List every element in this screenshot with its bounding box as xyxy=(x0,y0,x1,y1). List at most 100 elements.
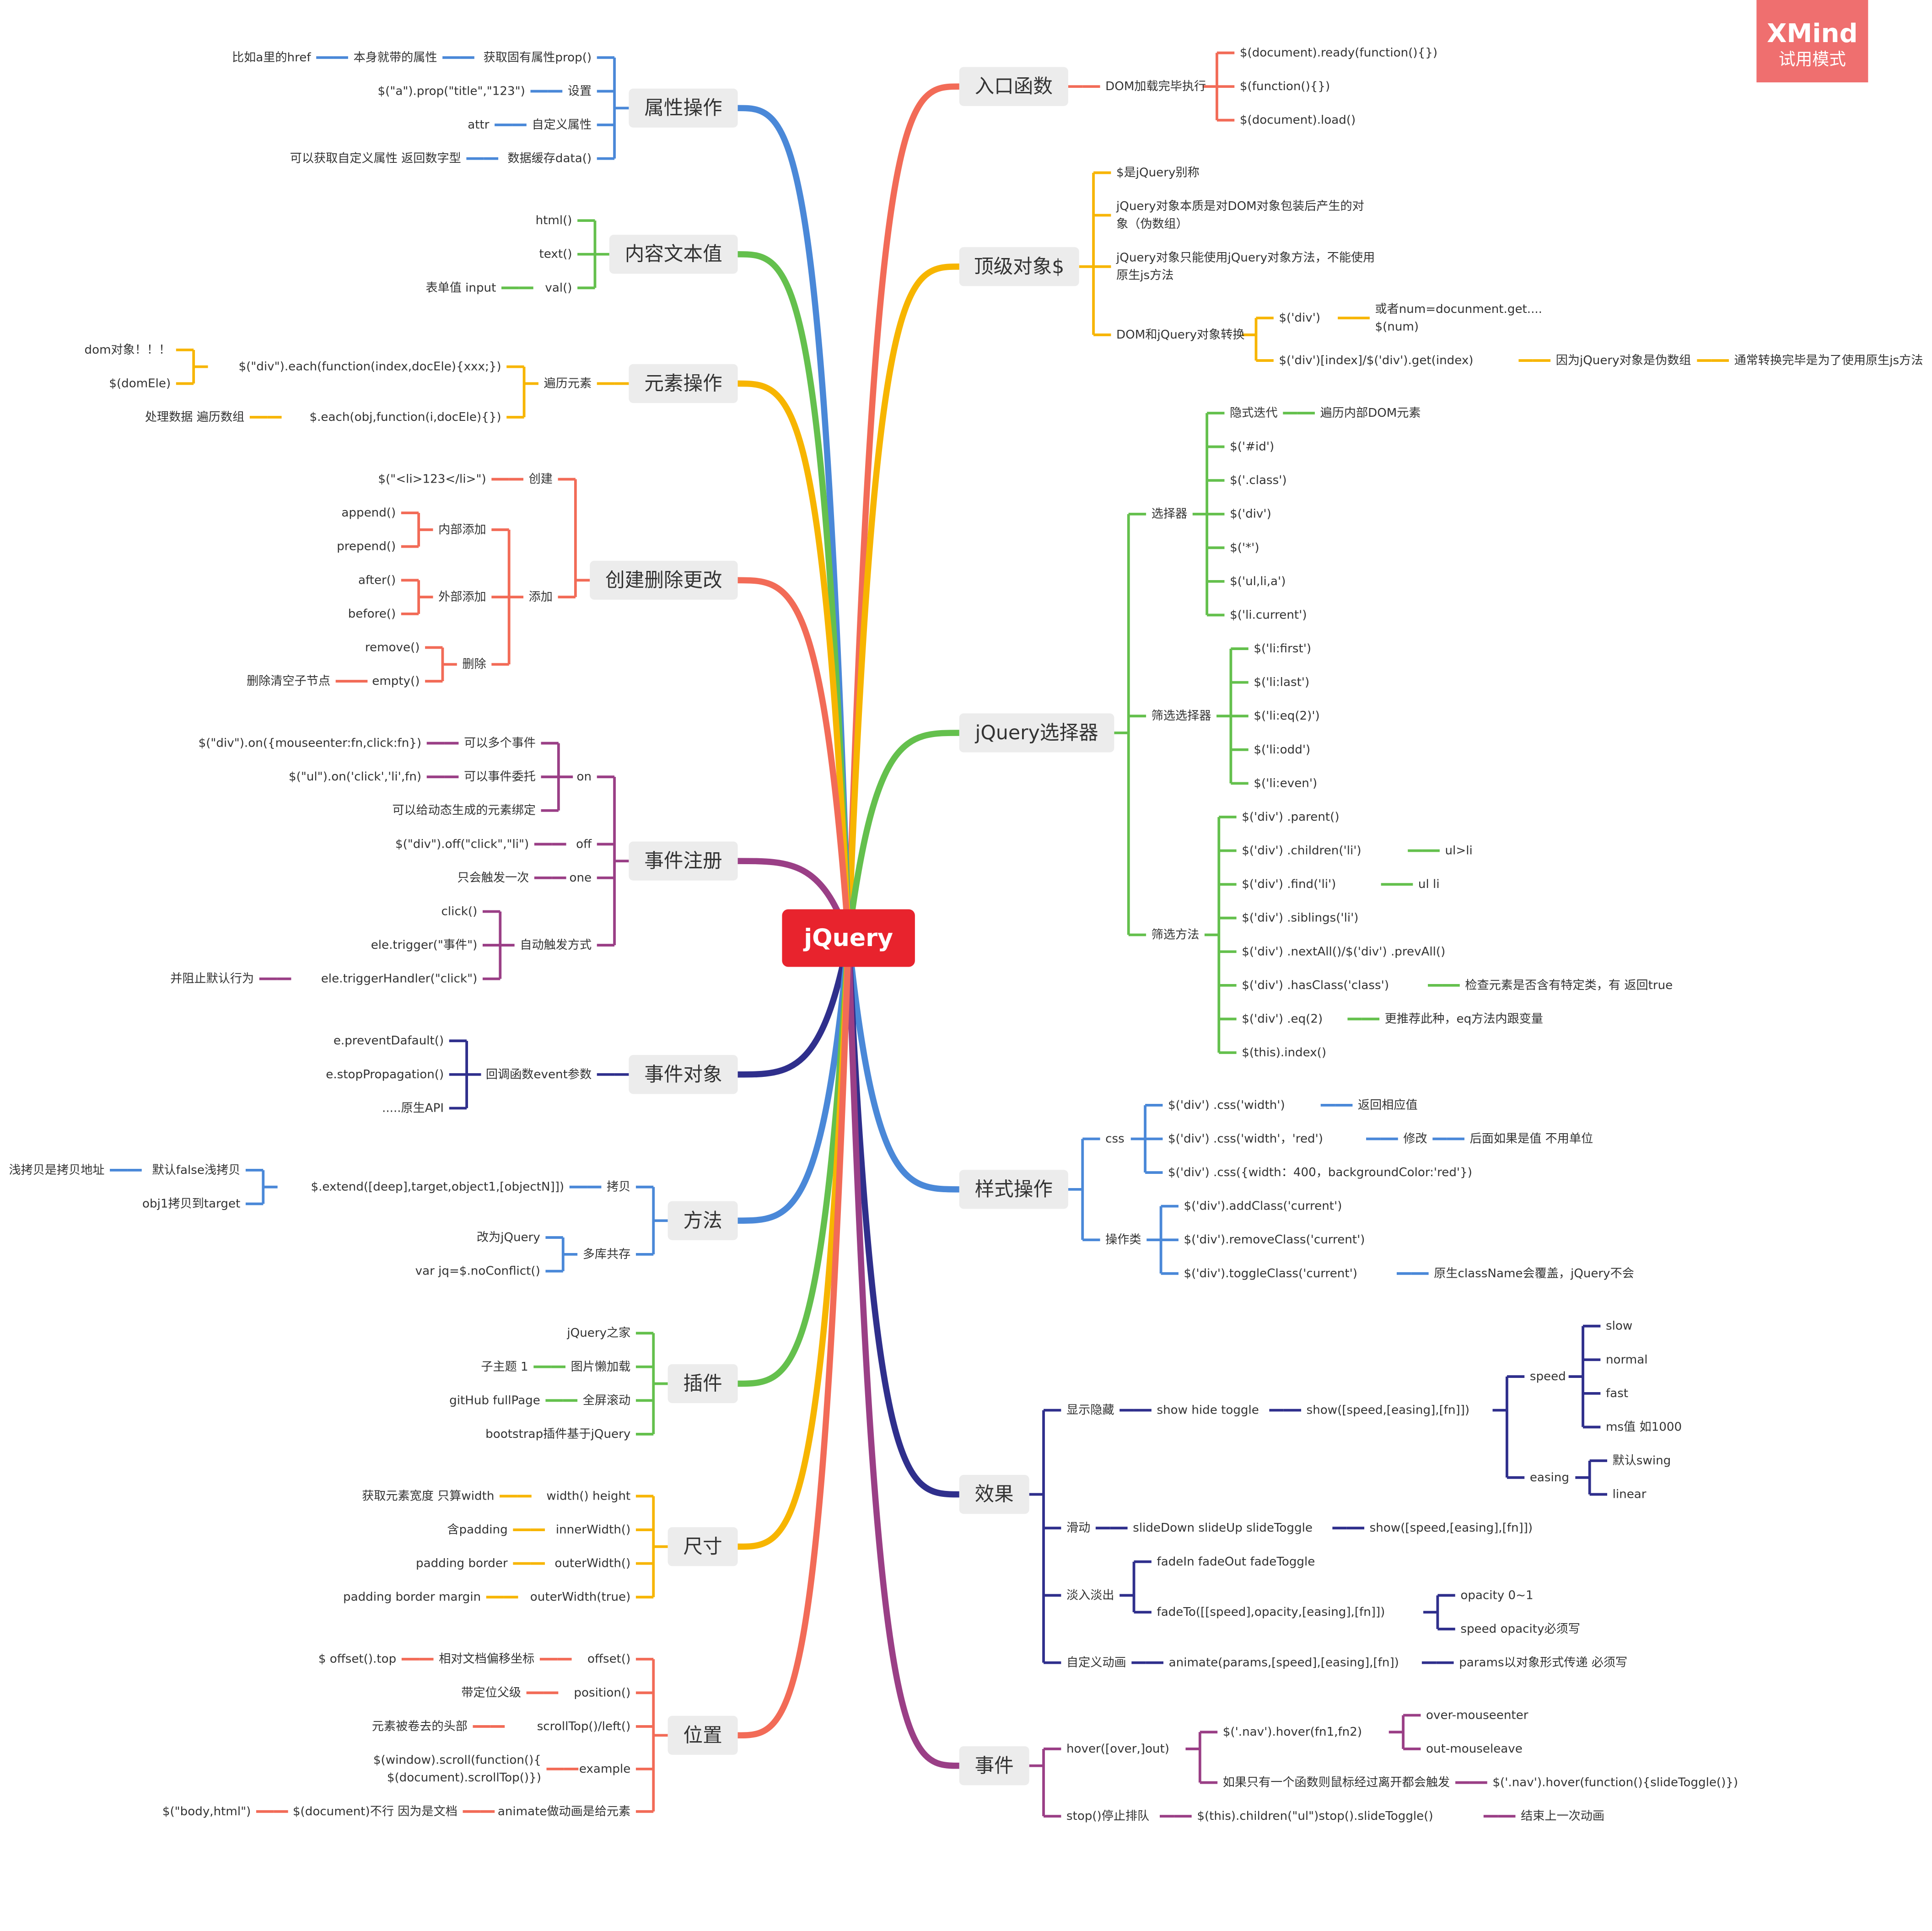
topic-a-prop-title-123[interactable]: $("a").prop("title","123") xyxy=(378,84,525,98)
topic-val[interactable]: val() xyxy=(545,281,572,295)
topic-子主题-1[interactable]: 子主题 1 xyxy=(481,1360,528,1374)
topic-html[interactable]: html() xyxy=(536,214,572,227)
topic-div-removeclass-current[interactable]: $('div').removeClass('current') xyxy=(1184,1233,1365,1247)
topic-speed-opacity必须写[interactable]: speed opacity必须写 xyxy=(1460,1622,1580,1636)
topic-click[interactable]: click() xyxy=(441,904,478,918)
branch-topic-box[interactable] xyxy=(959,67,1068,106)
topic-删除清空子节点[interactable]: 删除清空子节点 xyxy=(247,674,330,688)
topic-slow[interactable]: slow xyxy=(1606,1319,1632,1333)
topic-remove[interactable]: remove() xyxy=(365,640,420,654)
branch-topic-属性操作[interactable]: 属性操作 xyxy=(629,88,738,128)
topic-回调函数event参数[interactable]: 回调函数event参数 xyxy=(486,1068,592,1081)
topic-是jquery别称[interactable]: $是jQuery别称 xyxy=(1116,166,1200,180)
topic-div-each-function-index-docele-xxx[interactable]: $("div").each(function(index,docEle){xxx… xyxy=(238,360,501,374)
topic-this-index[interactable]: $(this).index() xyxy=(1242,1046,1326,1060)
topic-图片懒加载[interactable]: 图片懒加载 xyxy=(571,1360,631,1374)
topic-domele[interactable]: $(domEle) xyxy=(109,377,171,390)
topic-show-speed-easing-fn[interactable]: show([speed,[easing],[fn]]) xyxy=(1307,1404,1469,1417)
topic-返回相应值[interactable]: 返回相应值 xyxy=(1358,1098,1418,1112)
topic-slidedown-slideup-slidetoggle[interactable]: slideDown slideUp slideToggle xyxy=(1133,1521,1313,1535)
topic-后面如果是值-不用单位[interactable]: 后面如果是值 不用单位 xyxy=(1470,1132,1593,1146)
topic-div[interactable]: $('div') xyxy=(1230,507,1271,521)
topic-document-load[interactable]: $(document).load() xyxy=(1240,113,1356,127)
topic-表单值-input[interactable]: 表单值 input xyxy=(425,281,496,295)
topic-只会触发一次[interactable]: 只会触发一次 xyxy=(457,871,529,885)
topic-多库共存[interactable]: 多库共存 xyxy=(583,1248,631,1261)
topic-默认swing[interactable]: 默认swing xyxy=(1613,1454,1671,1468)
topic-修改[interactable]: 修改 xyxy=(1403,1132,1427,1146)
branch-topic-box[interactable] xyxy=(667,1527,738,1566)
branch-topic-box[interactable] xyxy=(667,1201,738,1240)
topic-class[interactable]: $('.class') xyxy=(1230,473,1287,487)
topic-github-fullpage[interactable]: gitHub fullPage xyxy=(449,1393,540,1407)
topic-div-toggleclass-current[interactable]: $('div').toggleClass('current') xyxy=(1184,1267,1357,1280)
branch-topic-box[interactable] xyxy=(629,1055,738,1094)
topic-show-hide-toggle[interactable]: show hide toggle xyxy=(1157,1404,1259,1417)
topic-scrolltop-left[interactable]: scrollTop()/left() xyxy=(537,1720,631,1733)
topic-ul-li-a[interactable]: $('ul,li,a') xyxy=(1230,575,1286,588)
topic-可以获取自定义属性-返回数字型[interactable]: 可以获取自定义属性 返回数字型 xyxy=(290,152,461,166)
topic-带定位父级[interactable]: 带定位父级 xyxy=(461,1686,521,1700)
topic-元素被卷去的头部[interactable]: 元素被卷去的头部 xyxy=(372,1720,468,1733)
topic-div-on-mouseenter-fn-click-fn[interactable]: $("div").on({mouseenter:fn,click:fn}) xyxy=(199,737,422,750)
topic-opacity-0-1[interactable]: opacity 0~1 xyxy=(1460,1588,1533,1602)
topic-outerwidth[interactable]: outerWidth() xyxy=(554,1557,630,1571)
topic-操作类[interactable]: 操作类 xyxy=(1105,1233,1141,1247)
topic-含padding[interactable]: 含padding xyxy=(447,1523,507,1537)
branch-topic-入口函数[interactable]: 入口函数 xyxy=(959,67,1068,106)
branch-topic-box[interactable] xyxy=(667,1364,738,1404)
topic-因为jquery对象是伪数组[interactable]: 因为jQuery对象是伪数组 xyxy=(1556,354,1691,367)
topic-dom对象[interactable]: dom对象！！！ xyxy=(85,343,171,357)
topic-width-height[interactable]: width() height xyxy=(546,1489,630,1503)
root-topic-box[interactable] xyxy=(782,909,915,967)
topic-div-addclass-current[interactable]: $('div').addClass('current') xyxy=(1184,1199,1342,1213)
root-topic[interactable]: jQuery xyxy=(782,909,915,967)
topic-检查元素是否含有特定类-有-返回true[interactable]: 检查元素是否含有特定类，有 返回true xyxy=(1465,979,1673,992)
topic-div-css-width-red[interactable]: $('div') .css('width'，'red') xyxy=(1168,1132,1323,1146)
topic-div-eq-2[interactable]: $('div') .eq(2) xyxy=(1242,1012,1323,1026)
branch-topic-box[interactable] xyxy=(667,1716,738,1755)
topic-show-speed-easing-fn[interactable]: show([speed,[easing],[fn]]) xyxy=(1370,1521,1533,1535)
topic-offset-top[interactable]: $ offset().top xyxy=(318,1652,396,1666)
topic-通常转换完毕是为了使用原生js方法[interactable]: 通常转换完毕是为了使用原生js方法 xyxy=(1734,354,1923,367)
topic-获取固有属性prop[interactable]: 获取固有属性prop() xyxy=(484,51,592,65)
topic-css[interactable]: css xyxy=(1105,1132,1125,1146)
topic-ms值-如1000[interactable]: ms值 如1000 xyxy=(1606,1420,1682,1434)
topic-li-first[interactable]: $('li:first') xyxy=(1254,642,1311,656)
topic-outerwidth-true[interactable]: outerWidth(true) xyxy=(530,1590,631,1604)
topic-empty[interactable]: empty() xyxy=(372,674,420,688)
topic-删除[interactable]: 删除 xyxy=(462,657,486,671)
topic-obj1拷贝到target[interactable]: obj1拷贝到target xyxy=(142,1197,240,1210)
topic-li-odd[interactable]: $('li:odd') xyxy=(1254,743,1310,757)
topic-淡入淡出[interactable]: 淡入淡出 xyxy=(1066,1588,1114,1602)
topic-append[interactable]: append() xyxy=(341,506,396,520)
branch-topic-事件[interactable]: 事件 xyxy=(959,1746,1029,1786)
topic-滑动[interactable]: 滑动 xyxy=(1066,1521,1090,1535)
topic-this-children-ul-stop-slidetoggle[interactable]: $(this).children("ul")stop().slideToggle… xyxy=(1197,1809,1433,1823)
topic-自定义动画[interactable]: 自定义动画 xyxy=(1066,1656,1126,1669)
topic-example[interactable]: example xyxy=(579,1762,630,1776)
topic-animate做动画是给元素[interactable]: animate做动画是给元素 xyxy=(498,1805,630,1818)
topic-并阻止默认行为[interactable]: 并阻止默认行为 xyxy=(170,972,254,986)
branch-topic-插件[interactable]: 插件 xyxy=(667,1364,738,1404)
topic-after[interactable]: after() xyxy=(358,573,396,587)
branch-topic-效果[interactable]: 效果 xyxy=(959,1474,1029,1514)
topic-ul-li[interactable]: ul>li xyxy=(1445,844,1473,858)
branch-topic-样式操作[interactable]: 样式操作 xyxy=(959,1170,1068,1209)
topic-node[interactable]: $('*') xyxy=(1230,541,1259,554)
topic-ele-trigger-事件[interactable]: ele.trigger("事件") xyxy=(371,938,478,952)
topic-normal[interactable]: normal xyxy=(1606,1353,1648,1366)
branch-topic-box[interactable] xyxy=(959,1170,1068,1209)
topic-默认false浅拷贝[interactable]: 默认false浅拷贝 xyxy=(152,1163,241,1177)
branch-topic-box[interactable] xyxy=(629,841,738,881)
topic-比如a里的href[interactable]: 比如a里的href xyxy=(232,51,311,65)
topic-stop-停止排队[interactable]: stop()停止排队 xyxy=(1066,1809,1149,1823)
topic-本身就带的属性[interactable]: 本身就带的属性 xyxy=(354,51,437,65)
topic-div[interactable]: $('div') xyxy=(1279,311,1320,325)
topic-相对文档偏移坐标[interactable]: 相对文档偏移坐标 xyxy=(439,1652,534,1666)
topic-div-siblings-li[interactable]: $('div') .siblings('li') xyxy=(1242,911,1358,925)
branch-topic-box[interactable] xyxy=(629,364,738,403)
topic-out-mouseleave[interactable]: out-mouseleave xyxy=(1426,1742,1523,1756)
topic-遍历元素[interactable]: 遍历元素 xyxy=(544,377,592,390)
topic-window-scroll-function-document-scrolltop[interactable]: $(window).scroll(function(){$(document).… xyxy=(373,1753,541,1785)
